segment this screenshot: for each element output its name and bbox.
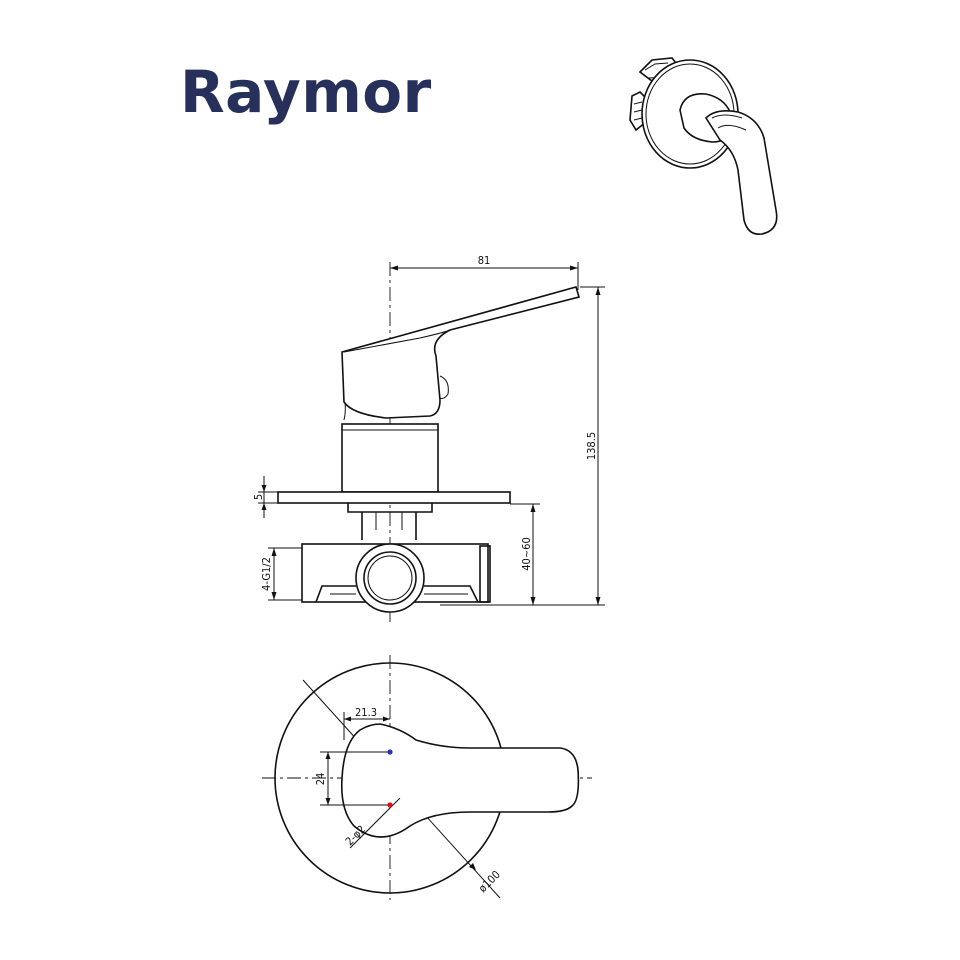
side-view — [258, 262, 605, 622]
dim-offset-y: 24 — [314, 773, 327, 786]
dim-body-depth: 40~60 — [520, 537, 533, 570]
dim-handle-reach: 81 — [478, 254, 491, 267]
dim-plate-diameter: ø100 — [476, 868, 503, 895]
dim-inlet-thread: 4-G1/2 — [260, 557, 273, 591]
dim-offset-x: 21.3 — [355, 706, 377, 719]
dim-plate-thickness: 5 — [252, 494, 265, 500]
cold-indicator-dot — [387, 749, 393, 755]
isometric-view — [629, 57, 778, 236]
hot-indicator-dot — [387, 802, 393, 808]
front-view — [262, 655, 592, 900]
brand-logo: Raymor — [180, 58, 432, 126]
dim-total-height: 138.5 — [585, 432, 598, 460]
